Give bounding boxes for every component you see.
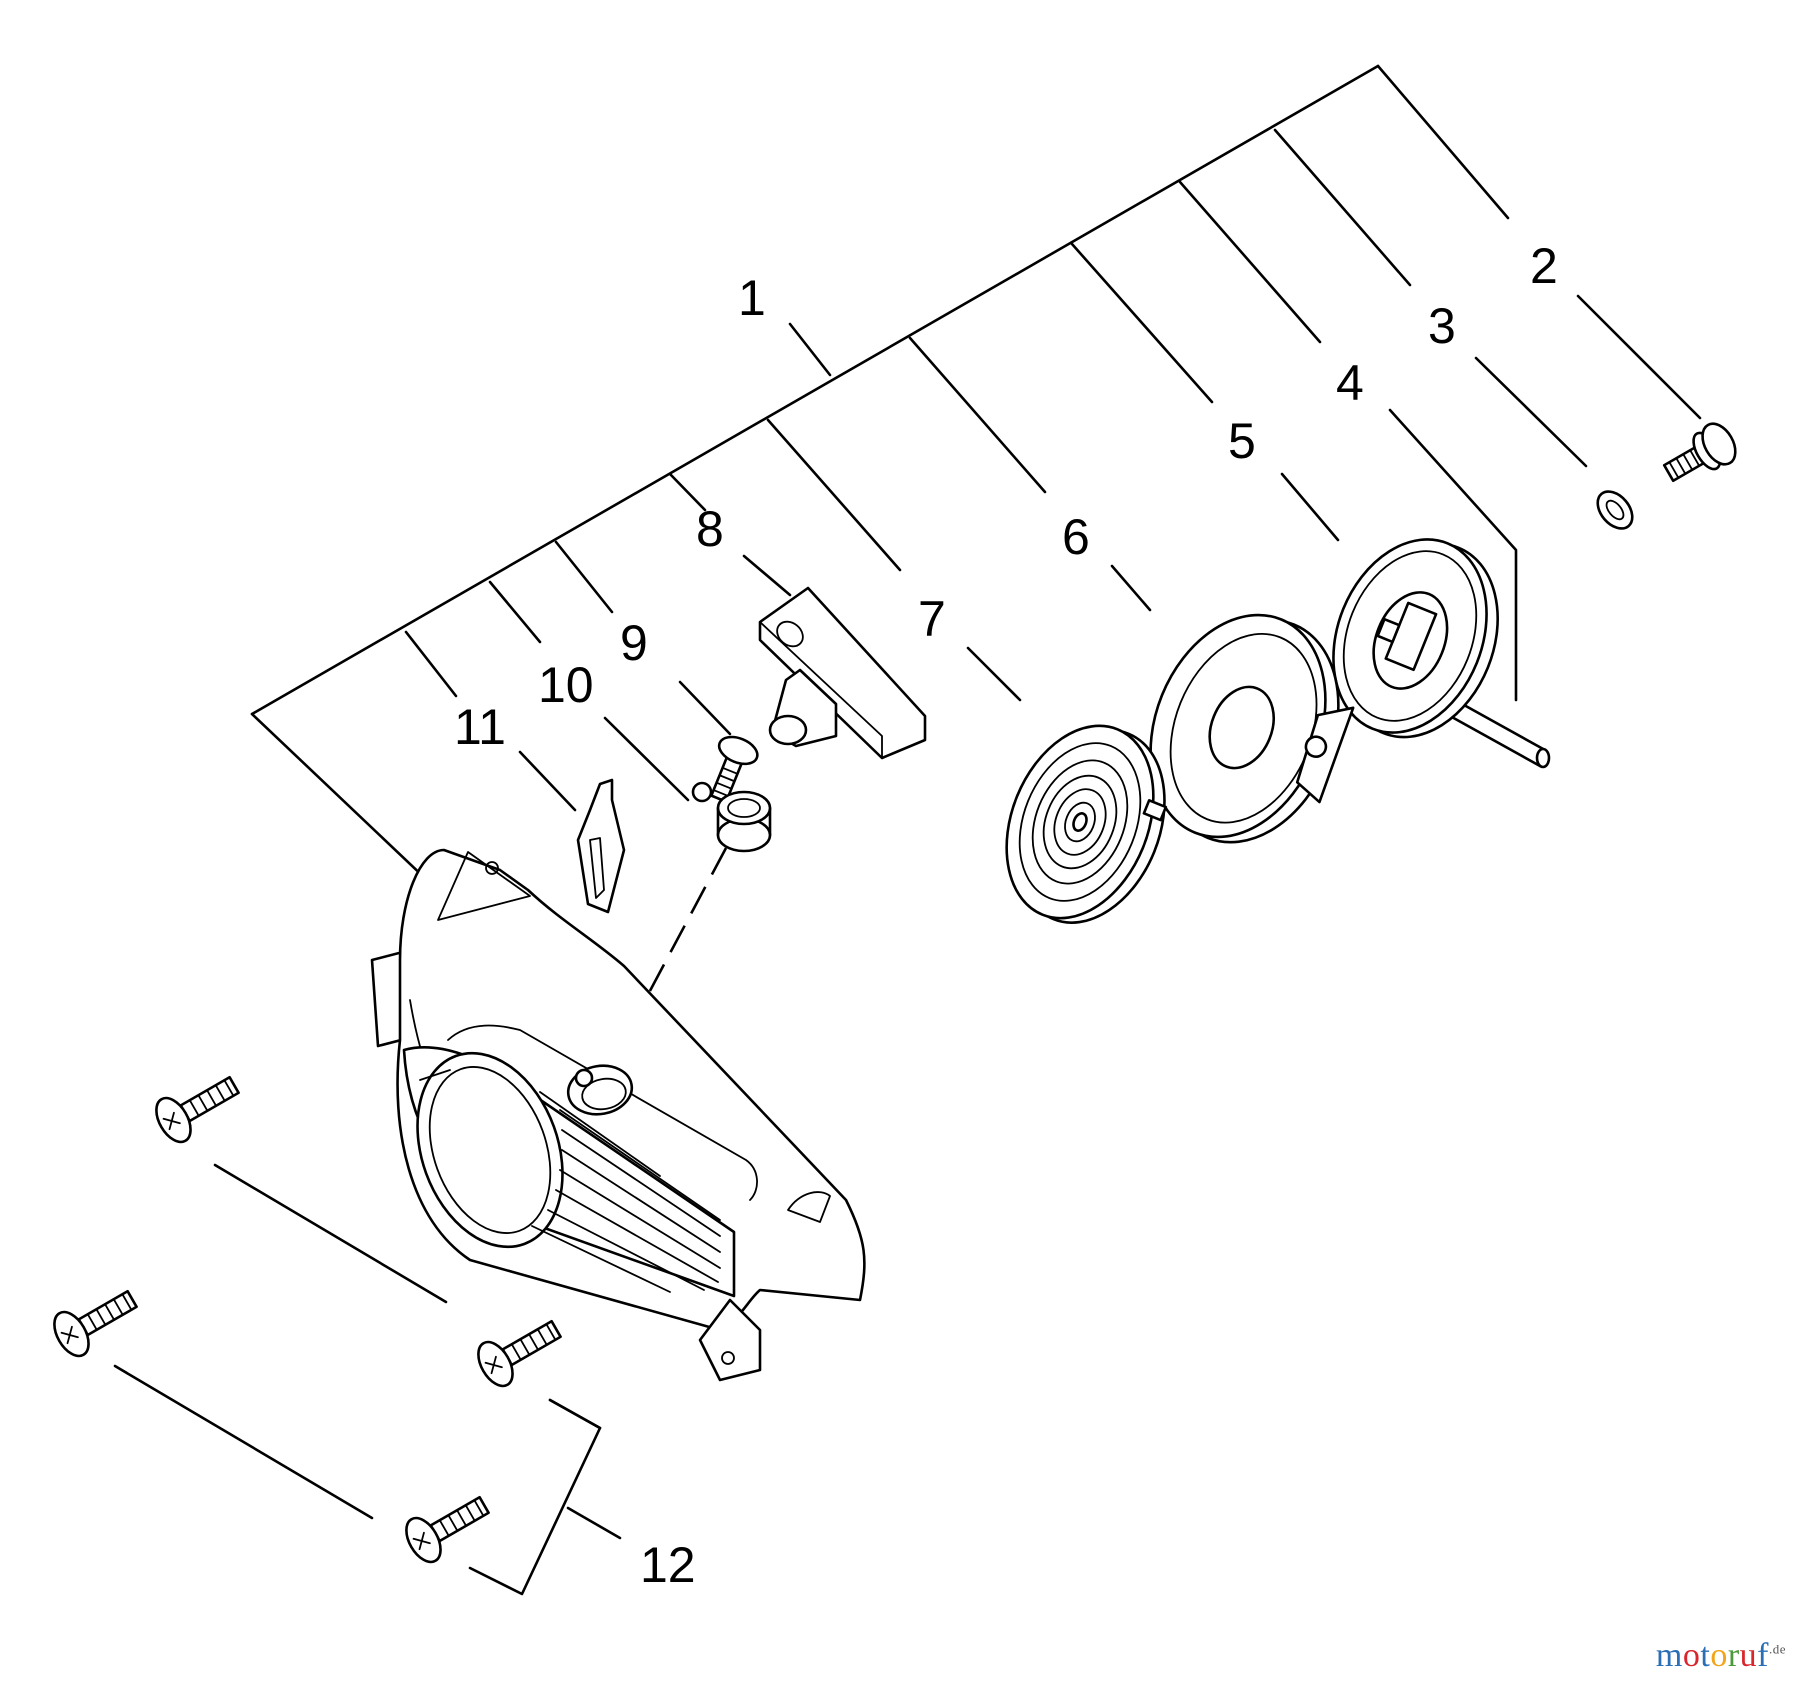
- callout-8: 8: [696, 501, 724, 557]
- pulley-part-5: [1332, 538, 1499, 739]
- callout-7: 7: [918, 591, 946, 647]
- watermark-letter: f: [1757, 1637, 1769, 1674]
- handle-part-8: [758, 586, 927, 760]
- callout-9: 9: [620, 615, 648, 671]
- spring-part-7: [1005, 724, 1168, 924]
- callout-10: 10: [538, 657, 594, 713]
- watermark-letter: u: [1739, 1637, 1758, 1674]
- watermark-letter: r: [1727, 1637, 1740, 1674]
- watermark-letter: o: [1682, 1637, 1701, 1674]
- watermark-logo: motoruf.de: [1656, 1637, 1786, 1675]
- bolt-part-2: [1662, 422, 1737, 483]
- rope-part-4: [1448, 698, 1551, 769]
- callout-12: 12: [640, 1537, 696, 1593]
- watermark-letter: t: [1700, 1637, 1711, 1674]
- callout-11: 11: [454, 699, 506, 755]
- screw-part-9: [710, 735, 759, 803]
- watermark-suffix: .de: [1768, 1641, 1786, 1657]
- screw-bracket: [113, 1163, 622, 1596]
- callout-labels: 1 2 3 4 5 6 7 8 9 10 11 12: [454, 238, 1558, 1593]
- cover-grille: [402, 1046, 736, 1298]
- washer-part-3: [1596, 490, 1634, 530]
- screw-part-12-a: [155, 1075, 240, 1144]
- watermark-letter: o: [1710, 1637, 1728, 1674]
- callout-5: 5: [1228, 413, 1256, 469]
- screw-part-12-d: [405, 1495, 490, 1564]
- callout-6: 6: [1062, 509, 1090, 565]
- screw-part-12-b: [53, 1289, 138, 1358]
- assembly-bracket: [250, 64, 1380, 902]
- callout-2: 2: [1530, 238, 1558, 294]
- callout-1: 1: [738, 270, 766, 326]
- clip-part-11: [576, 778, 626, 914]
- reel-part-6: [1149, 613, 1355, 844]
- screw-part-12-c: [477, 1319, 562, 1388]
- callout-4: 4: [1336, 355, 1364, 411]
- watermark-letter: m: [1655, 1637, 1683, 1674]
- leader-lines: [404, 64, 1702, 812]
- callout-3: 3: [1428, 298, 1456, 354]
- bushing-part-10: [691, 781, 772, 853]
